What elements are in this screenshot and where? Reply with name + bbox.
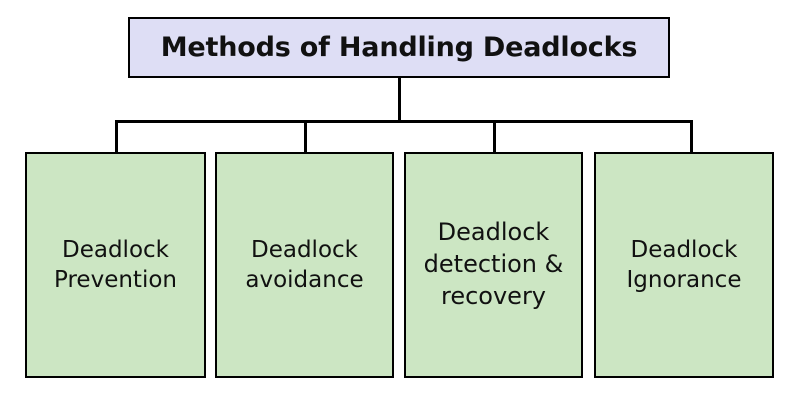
root-node-label: Methods of Handling Deadlocks (160, 32, 638, 63)
connector-horizontal-bus (115, 120, 693, 123)
connector-drop-to-child-2 (304, 120, 307, 153)
child-node-label: Deadlock avoidance (245, 236, 364, 293)
child-node-deadlock-ignorance: Deadlock Ignorance (594, 152, 774, 378)
child-node-deadlock-prevention: Deadlock Prevention (25, 152, 206, 378)
child-node-label: Deadlock Prevention (54, 236, 177, 293)
connector-drop-to-child-3 (493, 120, 496, 153)
child-node-deadlock-avoidance: Deadlock avoidance (215, 152, 394, 378)
child-node-label: Deadlock Ignorance (626, 236, 742, 293)
child-node-deadlock-detection-and-recovery: Deadlock detection & recovery (404, 152, 583, 378)
connector-root-stem (398, 78, 401, 122)
connector-drop-to-child-1 (115, 120, 118, 153)
child-node-label: Deadlock detection & recovery (423, 218, 564, 310)
connector-drop-to-child-4 (690, 120, 693, 153)
root-node-methods-of-handling-deadlocks: Methods of Handling Deadlocks (128, 17, 670, 78)
